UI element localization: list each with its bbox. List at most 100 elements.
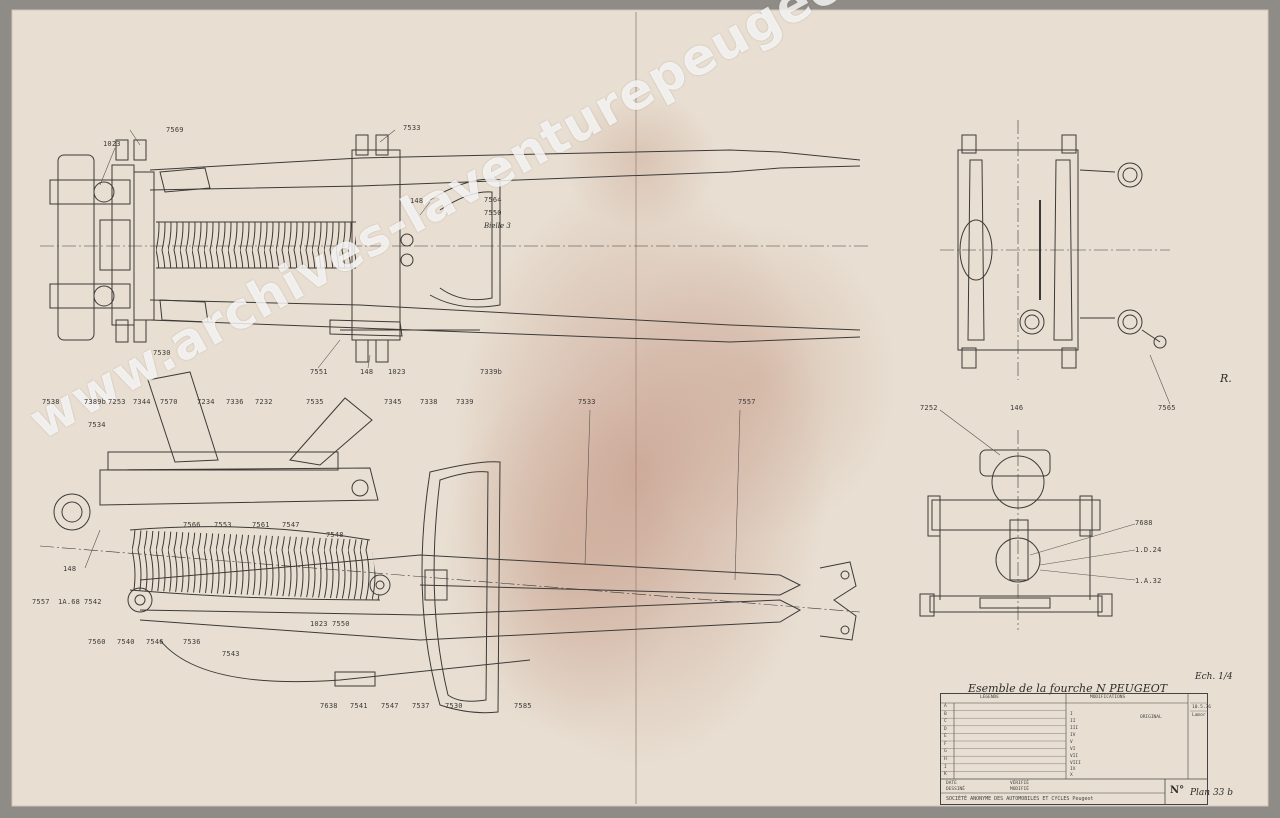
drawing-title: Esemble de la fourche N PEUGEOT <box>968 682 1168 695</box>
row-letter: E <box>944 734 947 739</box>
stain <box>560 90 720 230</box>
part-label: 7530 <box>445 702 463 710</box>
part-label: 7564 <box>484 196 502 204</box>
revision-number: VII <box>1070 754 1079 759</box>
part-label: 7547 <box>381 702 399 710</box>
part-label: 7534 <box>88 421 106 429</box>
part-label: 7553 <box>214 521 232 529</box>
revision-number: IX <box>1070 767 1076 772</box>
part-label: 7345 <box>384 398 402 406</box>
row-letter: I <box>944 765 947 770</box>
row-letter: H <box>944 757 947 762</box>
plan-number: Plan 33 b <box>1190 788 1234 798</box>
part-label: 7389b <box>84 398 107 406</box>
legend-header: LÉGENDE <box>980 695 999 700</box>
part-label: 148 <box>63 565 77 573</box>
front-view-drawing <box>940 120 1170 380</box>
reference-note: Bielle 3 <box>484 222 511 230</box>
part-label: 1.A.32 <box>1135 577 1162 585</box>
field-label: DESSINÉ <box>946 787 965 792</box>
part-label: 7551 <box>310 368 328 376</box>
part-label: 7538 <box>42 398 60 406</box>
part-label: 7543 <box>222 650 240 658</box>
modifications-header: MODIFICATIONS <box>1090 695 1126 700</box>
part-label: 7252 <box>920 404 938 412</box>
row-letter: K <box>944 772 947 777</box>
part-label: 1023 <box>103 140 121 148</box>
row-letter: G <box>944 749 947 754</box>
part-label: 7541 <box>350 702 368 710</box>
part-label: 7638 <box>320 702 338 710</box>
part-label: 7560 <box>88 638 106 646</box>
revision-number: I <box>1070 712 1073 717</box>
field-label: MODIFIÉ <box>1010 787 1029 792</box>
row-letter: C <box>944 719 947 724</box>
date-value: 10.5.36 <box>1192 705 1211 710</box>
part-label: 7253 <box>108 398 126 406</box>
row-letter: A <box>944 704 947 709</box>
revision-number: VIII <box>1070 761 1081 766</box>
title-block-grid <box>940 693 1208 805</box>
part-label: 7688 <box>1135 519 1153 527</box>
part-label: 7535 <box>306 398 324 406</box>
part-label: 1A.68 <box>58 598 81 606</box>
part-label: 7533 <box>403 124 421 132</box>
part-label: 7569 <box>166 126 184 134</box>
part-label: 7536 <box>183 638 201 646</box>
part-label: 7540 <box>117 638 135 646</box>
part-label: 7548 <box>326 531 344 539</box>
side-view-drawing <box>39 371 861 714</box>
part-label: 7542 <box>84 598 102 606</box>
row-letter: D <box>944 727 947 732</box>
part-label: 7550 <box>484 209 502 217</box>
part-label: 7547 <box>282 521 300 529</box>
revision-number: X <box>1070 773 1073 778</box>
part-label: 1.D.24 <box>1135 546 1162 554</box>
original-label: ORIGINAL <box>1140 715 1162 720</box>
revision-number: VI <box>1070 747 1076 752</box>
part-label: 7537 <box>412 702 430 710</box>
part-label: 7344 <box>133 398 151 406</box>
part-label: 7557 <box>32 598 50 606</box>
part-label: 148 <box>360 368 374 376</box>
part-label: 7565 <box>1158 404 1176 412</box>
part-label: 148 <box>410 197 424 205</box>
end-view-drawing <box>919 430 1113 630</box>
title-block: LÉGENDE MODIFICATIONS ORIGINAL 10.5.36 L… <box>940 693 1233 805</box>
part-label: 7533 <box>578 398 596 406</box>
part-label: 7550 <box>332 620 350 628</box>
company-name: SOCIÉTÉ ANONYME DES AUTOMOBILES ET CYCLE… <box>946 796 1094 802</box>
corner-note: R. <box>1220 372 1232 385</box>
part-label: 7585 <box>514 702 532 710</box>
row-letter: B <box>944 712 947 717</box>
part-label: 7546 <box>146 638 164 646</box>
part-label: 7339b <box>480 368 503 376</box>
plan-prefix: N° <box>1170 785 1185 796</box>
part-label: 7570 <box>160 398 178 406</box>
part-label: 7232 <box>255 398 273 406</box>
designer-value: Lamor <box>1192 713 1206 718</box>
part-label: 1023 <box>388 368 406 376</box>
row-letter: F <box>944 742 947 747</box>
leader-lines <box>84 129 1171 581</box>
part-label: 7336 <box>226 398 244 406</box>
part-label: 7557 <box>738 398 756 406</box>
stain <box>620 220 900 540</box>
part-label: 7234 <box>197 398 215 406</box>
drawing-scale: Ech. 1/4 <box>1195 672 1233 682</box>
part-label: 7339 <box>456 398 474 406</box>
part-label: 7338 <box>420 398 438 406</box>
part-label: 1023 <box>310 620 328 628</box>
part-label: 7530 <box>153 349 171 357</box>
revision-number: III <box>1070 726 1079 731</box>
revision-number: V <box>1070 740 1073 745</box>
part-label: 146 <box>1010 404 1024 412</box>
top-view-drawing <box>40 134 870 363</box>
revision-number: IV <box>1070 733 1076 738</box>
part-label: 7561 <box>252 521 270 529</box>
revision-number: II <box>1070 719 1076 724</box>
field-label: VÉRIFIÉ <box>1010 781 1029 786</box>
field-label: DATE <box>946 781 957 786</box>
